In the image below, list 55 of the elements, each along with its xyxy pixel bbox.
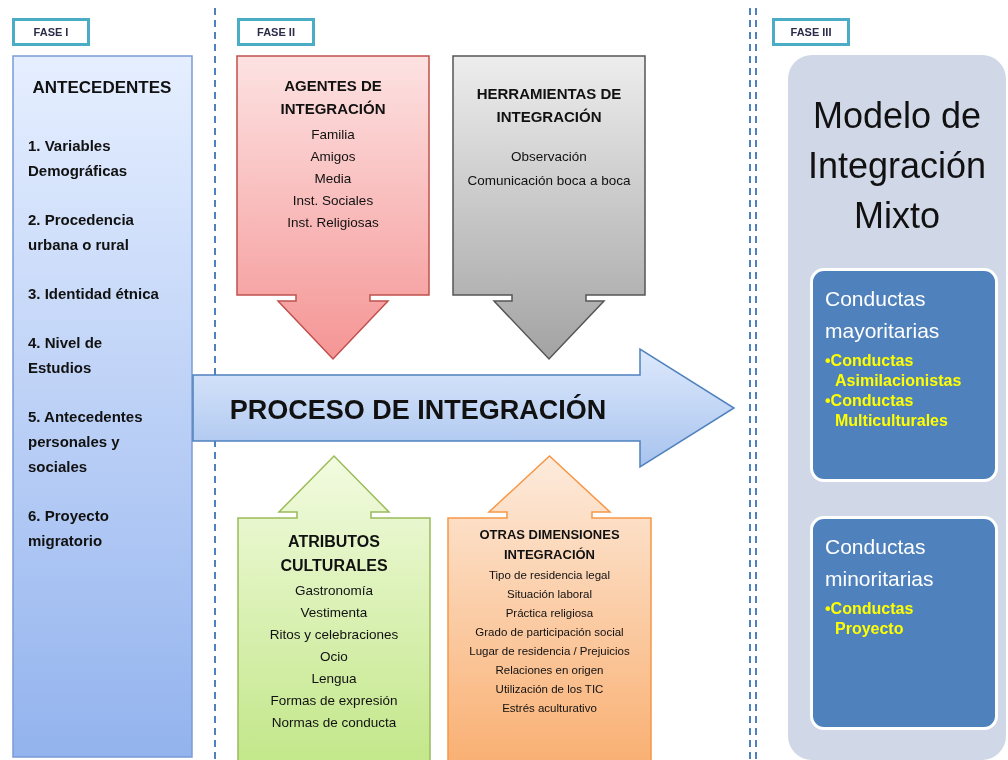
- bullet-item: •Conductas Proyecto: [825, 599, 915, 639]
- list-item: Observación: [510, 148, 588, 166]
- list-item: Inst. Sociales: [291, 192, 375, 210]
- heading: AGENTES DE INTEGRACIÓN: [279, 76, 387, 119]
- list-item: Utilización de los TIC: [494, 682, 605, 697]
- process-arrow: [193, 348, 735, 468]
- phase-tag: [12, 18, 90, 46]
- list-item: Lugar de residencia / Prejuicios: [468, 644, 631, 659]
- model-panel: [788, 55, 1006, 760]
- heading: HERRAMIENTAS DE INTEGRACIÓN: [475, 84, 623, 127]
- up-arrow-callout: [237, 455, 431, 760]
- bullet-item: •Conductas Asimilacionistas: [825, 351, 963, 391]
- phase-label: FASE III: [790, 26, 832, 38]
- list-item: 2. Procedencia urbana o rural: [27, 209, 135, 255]
- heading: OTRAS DIMENSIONES INTEGRACIÓN: [478, 526, 621, 564]
- list-item: Vestimenta: [299, 604, 369, 622]
- list-item: 6. Proyecto migratorio: [27, 505, 110, 551]
- list-item: Gastronomía: [293, 582, 374, 600]
- list-item: Familia: [310, 126, 356, 144]
- list-item: Formas de expresión: [269, 692, 399, 710]
- list-item: Tipo de residencia legal: [487, 568, 611, 583]
- down-arrow-callout: [452, 55, 646, 360]
- list-item: Grado de participación social: [474, 625, 625, 640]
- card-heading: Conductas mayoritarias: [825, 286, 941, 344]
- list-item: Ocio: [319, 648, 349, 666]
- behavior-card: [810, 268, 998, 482]
- heading: ATRIBUTOS CULTURALES: [279, 532, 389, 576]
- list-item: Inst. Religiosas: [286, 214, 380, 232]
- phase-label: FASE II: [257, 26, 295, 38]
- card-heading: Conductas minoritarias: [825, 534, 935, 592]
- phase-label: FASE I: [33, 26, 69, 38]
- list-item: Práctica religiosa: [504, 606, 595, 621]
- list-item: Lengua: [310, 670, 358, 688]
- phase-tag: [772, 18, 850, 46]
- list-item: Normas de conducta: [270, 714, 398, 732]
- list-item: Media: [313, 170, 353, 188]
- list-item: Estrés aculturativo: [501, 701, 598, 716]
- heading: ANTECEDENTES: [31, 77, 173, 99]
- list-item: Situación laboral: [506, 587, 593, 602]
- list-item: 3. Identidad étnica: [27, 283, 160, 304]
- antecedents-panel: [12, 55, 193, 758]
- phase-tag: [237, 18, 315, 46]
- panel-title: Modelo de Integración Mixto: [806, 94, 988, 238]
- list-item: Relaciones en origen: [494, 663, 605, 678]
- list-item: 5. Antecedentes personales y sociales: [27, 406, 144, 477]
- behavior-card: [810, 516, 998, 730]
- arrow-label: PROCESO DE INTEGRACIÓN: [228, 393, 608, 427]
- bullet-item: •Conductas Multiculturales: [825, 391, 949, 431]
- list-item: 1. Variables Demográficas: [27, 135, 129, 181]
- down-arrow-callout: [236, 55, 430, 360]
- list-item: Amigos: [309, 148, 357, 166]
- list-item: 4. Nivel de Estudios: [27, 332, 104, 378]
- list-item: Ritos y celebraciones: [268, 626, 400, 644]
- up-arrow-callout: [447, 455, 652, 760]
- list-item: Comunicación boca a boca: [466, 172, 632, 190]
